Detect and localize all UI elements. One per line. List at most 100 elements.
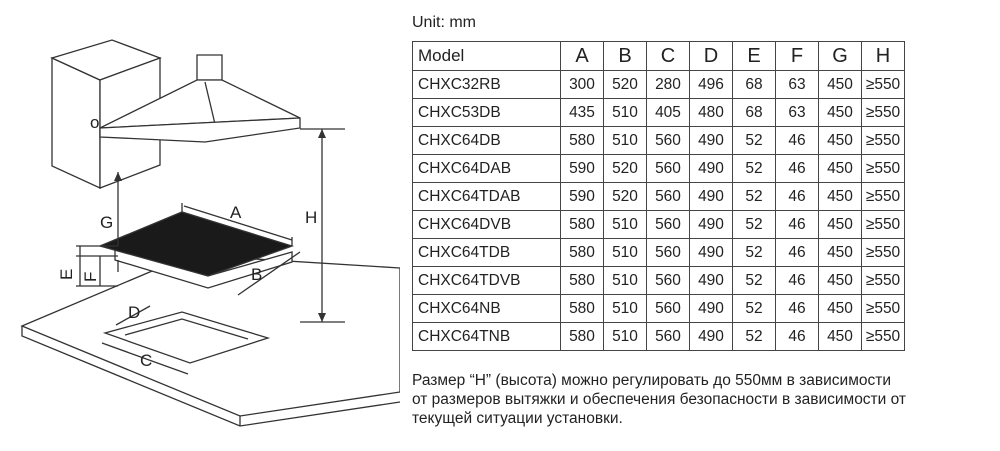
dimension-cell: 490 [689, 294, 733, 323]
model-cell: CHXC64TNB [412, 322, 561, 351]
hood-rim [99, 117, 301, 143]
dimension-cell: 490 [689, 182, 733, 211]
label-c: C [140, 351, 152, 370]
dimension-cell: 560 [646, 126, 690, 155]
label-e: E [57, 269, 76, 280]
dim-d-line [115, 305, 151, 326]
dimension-cell: 63 [775, 98, 819, 127]
header-b: B [603, 41, 647, 71]
dimension-cell: 450 [818, 294, 862, 323]
dimension-cell: ≥550 [861, 294, 905, 323]
dimension-cell: 52 [732, 210, 776, 239]
label-d: D [128, 303, 140, 322]
dimension-cell: ≥550 [861, 238, 905, 267]
model-cell: CHXC64DAB [412, 154, 561, 183]
height-note: Размер “H” (высота) можно регулировать д… [412, 371, 992, 428]
dimension-cell: 46 [775, 154, 819, 183]
dimension-cell: 580 [560, 294, 604, 323]
dimension-cell: 405 [646, 98, 690, 127]
model-cell: CHXC64TDVB [412, 266, 561, 295]
dimension-cell: ≥550 [861, 154, 905, 183]
dimension-cell: 560 [646, 154, 690, 183]
model-cell: CHXC64DB [412, 126, 561, 155]
model-cell: CHXC64TDAB [412, 182, 561, 211]
dimension-cell: 490 [689, 266, 733, 295]
header-a: A [560, 41, 604, 71]
dimension-cell: 450 [818, 126, 862, 155]
dimension-cell: 280 [646, 70, 690, 99]
dimension-cell: 450 [818, 210, 862, 239]
dimension-cell: 560 [646, 210, 690, 239]
dimension-cell: 510 [603, 126, 647, 155]
dimension-cell: 450 [818, 154, 862, 183]
label-g: G [100, 213, 113, 232]
dimension-cell: 52 [732, 126, 776, 155]
dimension-cell: 46 [775, 294, 819, 323]
dimension-cell: 490 [689, 322, 733, 351]
header-c: C [646, 41, 690, 71]
hood-edge [204, 81, 216, 125]
installation-diagram: o A B C D E F G H [20, 39, 400, 427]
dimension-cell: 510 [603, 266, 647, 295]
dimension-cell: ≥550 [861, 98, 905, 127]
dim-b-line [237, 251, 301, 296]
dimension-cell: 510 [603, 98, 647, 127]
dimension-cell: 510 [603, 322, 647, 351]
dimension-cell: ≥550 [861, 210, 905, 239]
dimension-cell: 46 [775, 210, 819, 239]
dimension-cell: 450 [818, 322, 862, 351]
dimension-cell: 510 [603, 238, 647, 267]
hood-mark: o [90, 113, 99, 132]
model-cell: CHXC53DB [412, 98, 561, 127]
dimension-cell: ≥550 [861, 266, 905, 295]
label-a: A [230, 203, 242, 222]
header-model: Model [412, 41, 561, 71]
dimension-cell: 510 [603, 210, 647, 239]
dimension-cell: 46 [775, 266, 819, 295]
dimension-cell: 46 [775, 182, 819, 211]
dimension-cell: 46 [775, 238, 819, 267]
dimension-cell: 560 [646, 294, 690, 323]
dimension-cell: 450 [818, 238, 862, 267]
dimension-cell: 590 [560, 182, 604, 211]
note-line: от размеров вытяжки и обеспечения безопа… [412, 391, 907, 408]
dimension-cell: ≥550 [861, 182, 905, 211]
dimension-cell: 510 [603, 294, 647, 323]
dimension-cell: 68 [732, 98, 776, 127]
dimension-cell: ≥550 [861, 322, 905, 351]
dim-c-line [101, 342, 189, 375]
dimension-cell: 520 [603, 70, 647, 99]
dimension-cell: 46 [775, 126, 819, 155]
dimension-cell: 590 [560, 154, 604, 183]
dimension-cell: 52 [732, 154, 776, 183]
cutout-inner [124, 318, 249, 340]
dimension-cell: 68 [732, 70, 776, 99]
dimension-cell: 450 [818, 98, 862, 127]
header-e: E [732, 41, 776, 71]
dimension-cell: 560 [646, 238, 690, 267]
note-line: Размер “H” (высота) можно регулировать д… [412, 372, 891, 389]
dimension-cell: 580 [560, 266, 604, 295]
dimension-cell: ≥550 [861, 70, 905, 99]
hood-chimney [196, 54, 223, 81]
countertop-edge [21, 326, 400, 427]
dimension-cell: 490 [689, 126, 733, 155]
header-h: H [861, 41, 905, 71]
dimension-cell: 300 [560, 70, 604, 99]
dimension-cell: 480 [689, 98, 733, 127]
dimension-cell: 52 [732, 322, 776, 351]
dimension-cell: 52 [732, 182, 776, 211]
dim-a-line [183, 205, 293, 241]
dimension-cell: 490 [689, 154, 733, 183]
dimension-cell: 490 [689, 210, 733, 239]
label-b: B [251, 265, 262, 284]
header-g: G [818, 41, 862, 71]
